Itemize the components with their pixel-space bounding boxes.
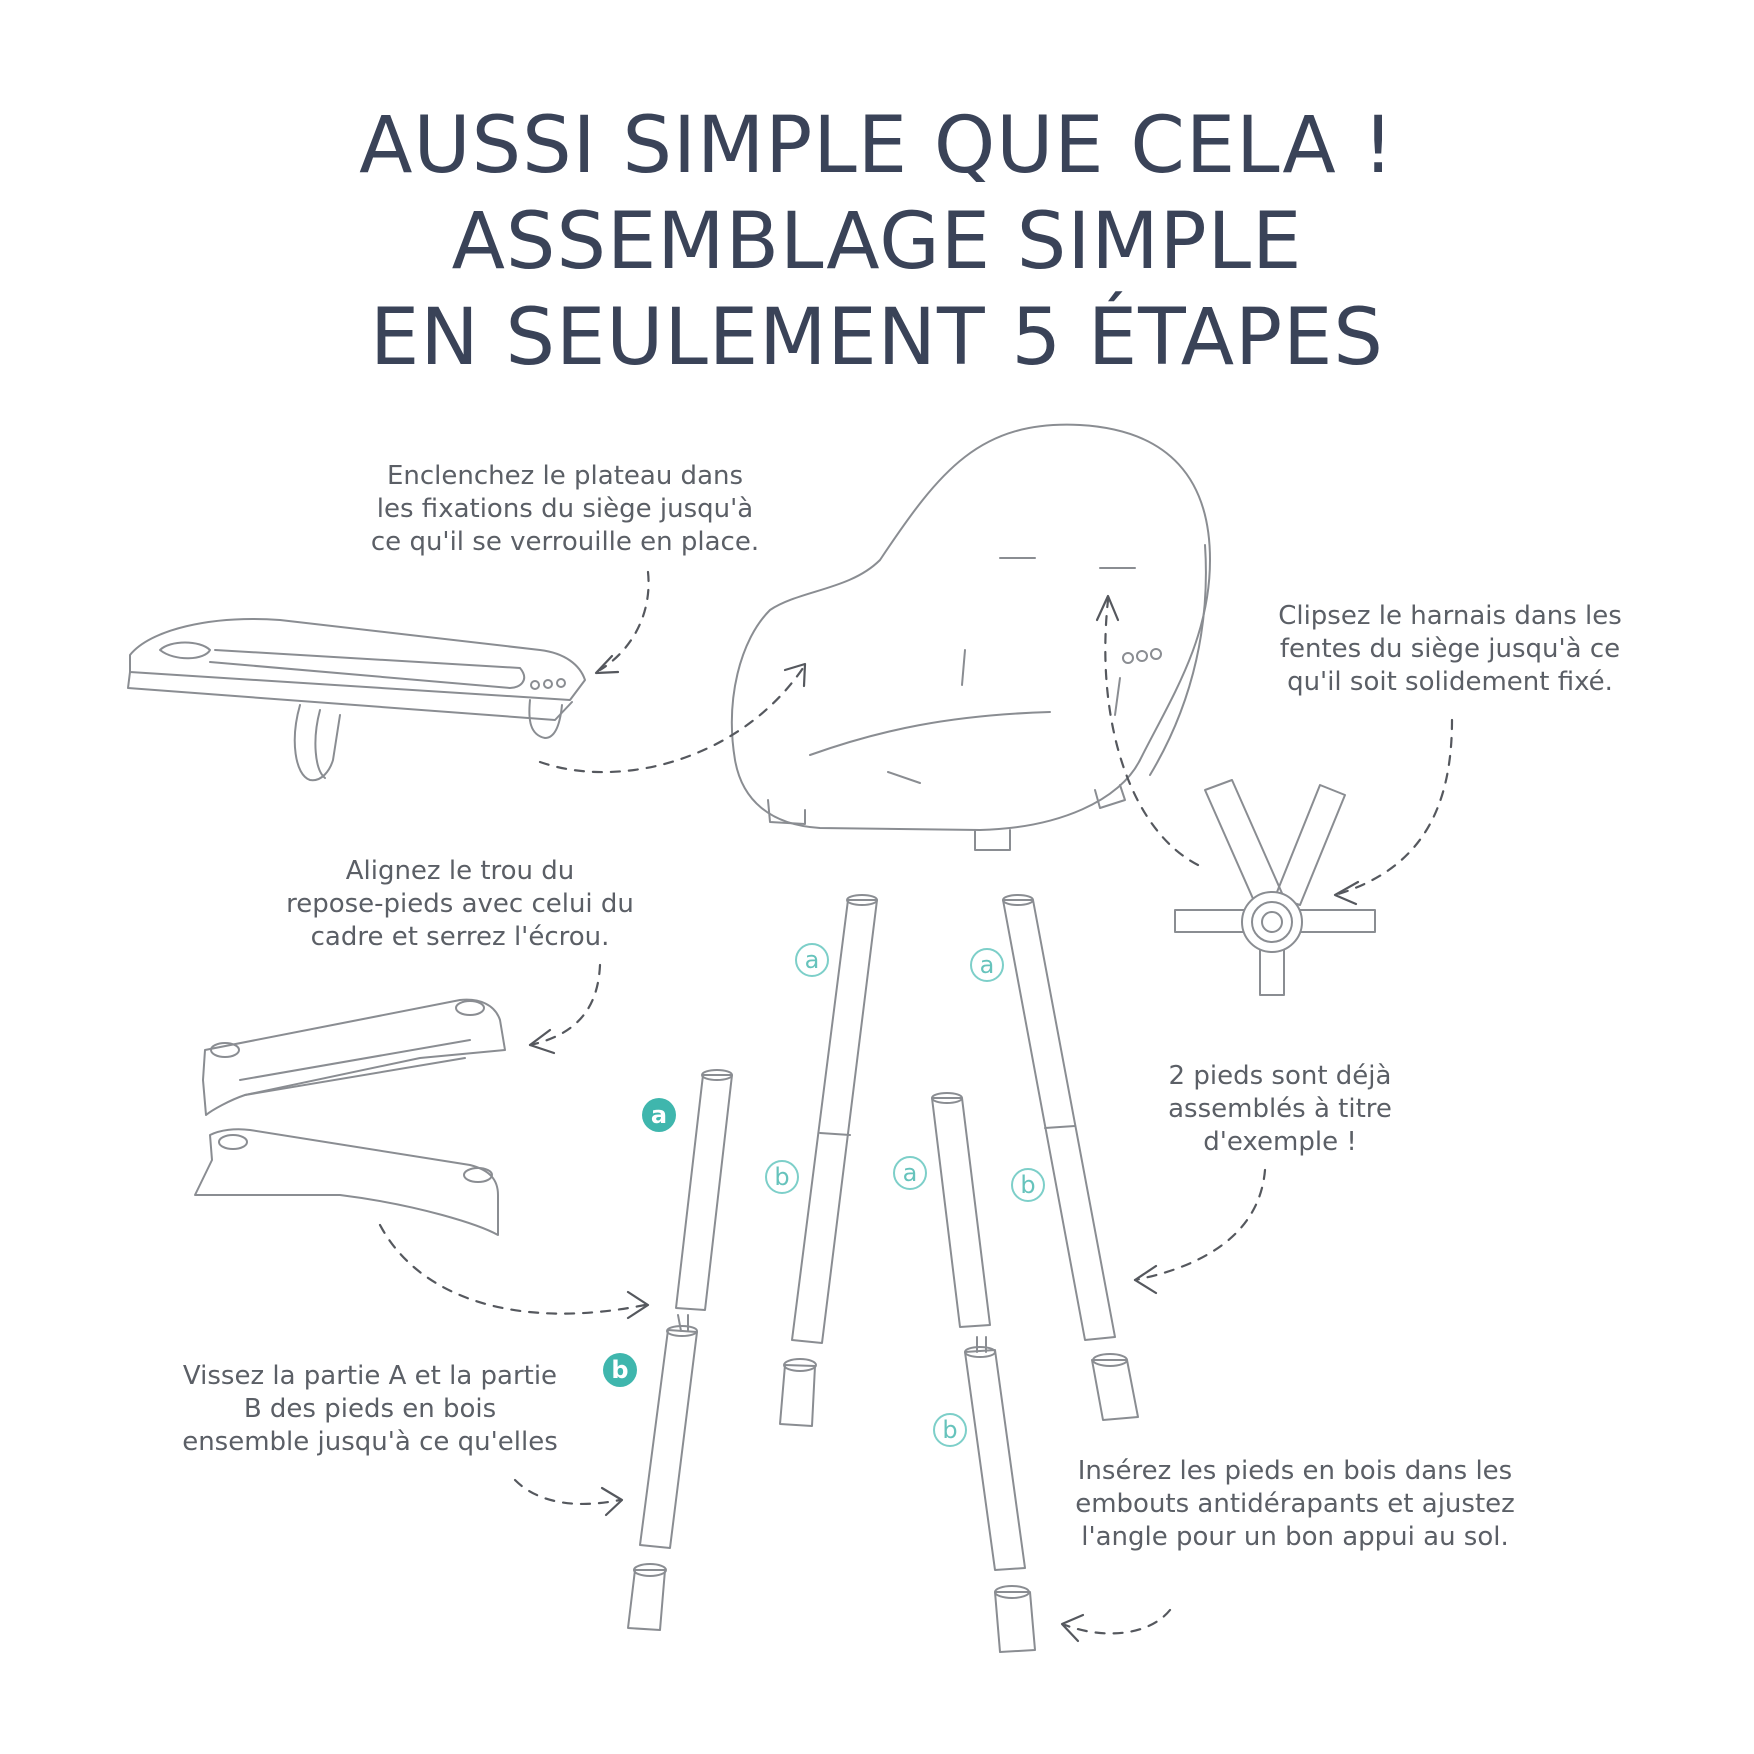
arrow-harness-text-to-harness	[1333, 718, 1454, 906]
legs-illustration	[627, 894, 1139, 1653]
label-a-icon: a	[970, 948, 1004, 982]
arrow-harness-to-seat	[1095, 594, 1200, 867]
step-screw-line-1: Vissez la partie A et la partie	[182, 1361, 558, 1391]
label-b-icon: b	[933, 1413, 967, 1447]
label-a-icon: a	[893, 1156, 927, 1190]
step-footrest-line-3: cadre et serrez l'écrou.	[310, 922, 610, 952]
step-example-line-3: d'exemple !	[1203, 1127, 1357, 1157]
arrow-tray-to-seat	[538, 662, 807, 774]
step-screw-line-2: B des pieds en bois	[243, 1394, 497, 1424]
step-insert-line-1: Insérez les pieds en bois dans les	[1077, 1456, 1513, 1486]
tray-illustration	[127, 618, 586, 782]
seat-illustration	[730, 423, 1211, 851]
step-example-text: 2 pieds sont déjà assemblés à titre d'ex…	[1130, 1060, 1430, 1159]
arrow-tray-text-to-tray	[594, 570, 650, 675]
step-footrest-line-1: Alignez le trou du	[345, 856, 575, 886]
step-harness-text: Clipsez le harnais dans les fentes du si…	[1240, 600, 1660, 699]
step-example-line-1: 2 pieds sont déjà	[1168, 1061, 1392, 1091]
step-tray-line-2: les fixations du siège jusqu'à	[376, 494, 754, 524]
svg-text:b: b	[774, 1163, 789, 1191]
step-insert-line-3: l'angle pour un bon appui au sol.	[1081, 1522, 1509, 1552]
arrow-footrest-text-to-footrest	[528, 963, 602, 1055]
step-footrest-text: Alignez le trou du repose-pieds avec cel…	[260, 855, 660, 954]
step-tray-line-1: Enclenchez le plateau dans	[386, 461, 744, 491]
svg-text:a: a	[903, 1159, 918, 1187]
arrow-example-text-to-leg	[1133, 1168, 1267, 1295]
page-title: AUSSI SIMPLE QUE CELA ! ASSEMBLAGE SIMPL…	[0, 98, 1754, 386]
step-footrest-line-2: repose-pieds avec celui du	[286, 889, 634, 919]
arrow-screw-text-to-leg	[513, 1478, 624, 1517]
svg-text:b: b	[1020, 1171, 1035, 1199]
step-tray-text: Enclenchez le plateau dans les fixations…	[345, 460, 785, 559]
svg-text:a: a	[980, 951, 995, 979]
harness-illustration	[1174, 779, 1376, 996]
step-harness-line-1: Clipsez le harnais dans les	[1278, 601, 1622, 631]
step-insert-line-2: embouts antidérapants et ajustez	[1075, 1489, 1515, 1519]
step-tray-line-3: ce qu'il se verrouille en place.	[370, 527, 760, 557]
step-screw-line-3: ensemble jusqu'à ce qu'elles	[182, 1427, 558, 1457]
arrow-footrest-to-leg	[378, 1223, 650, 1320]
step-screw-text: Vissez la partie A et la partie B des pi…	[160, 1360, 580, 1459]
step-insert-text: Insérez les pieds en bois dans les embou…	[1045, 1455, 1545, 1554]
label-a-icon: a	[795, 943, 829, 977]
title-line-3: EN SEULEMENT 5 ÉTAPES	[370, 293, 1384, 383]
arrow-insert-text-to-foot	[1060, 1608, 1172, 1643]
step-example-line-2: assemblés à titre	[1168, 1094, 1392, 1124]
title-line-2: ASSEMBLAGE SIMPLE	[451, 197, 1303, 287]
label-b-filled-icon: b	[603, 1353, 637, 1387]
step-harness-line-3: qu'il soit solidement fixé.	[1287, 667, 1613, 697]
svg-text:a: a	[805, 946, 820, 974]
title-line-1: AUSSI SIMPLE QUE CELA !	[359, 101, 1395, 191]
footrest-illustration	[194, 998, 506, 1236]
label-a-filled-icon: a	[642, 1098, 676, 1132]
svg-text:a: a	[651, 1101, 667, 1129]
step-harness-line-2: fentes du siège jusqu'à ce	[1279, 634, 1621, 664]
label-b-icon: b	[765, 1160, 799, 1194]
label-b-icon: b	[1011, 1168, 1045, 1202]
svg-text:b: b	[942, 1416, 957, 1444]
svg-text:b: b	[611, 1356, 628, 1384]
